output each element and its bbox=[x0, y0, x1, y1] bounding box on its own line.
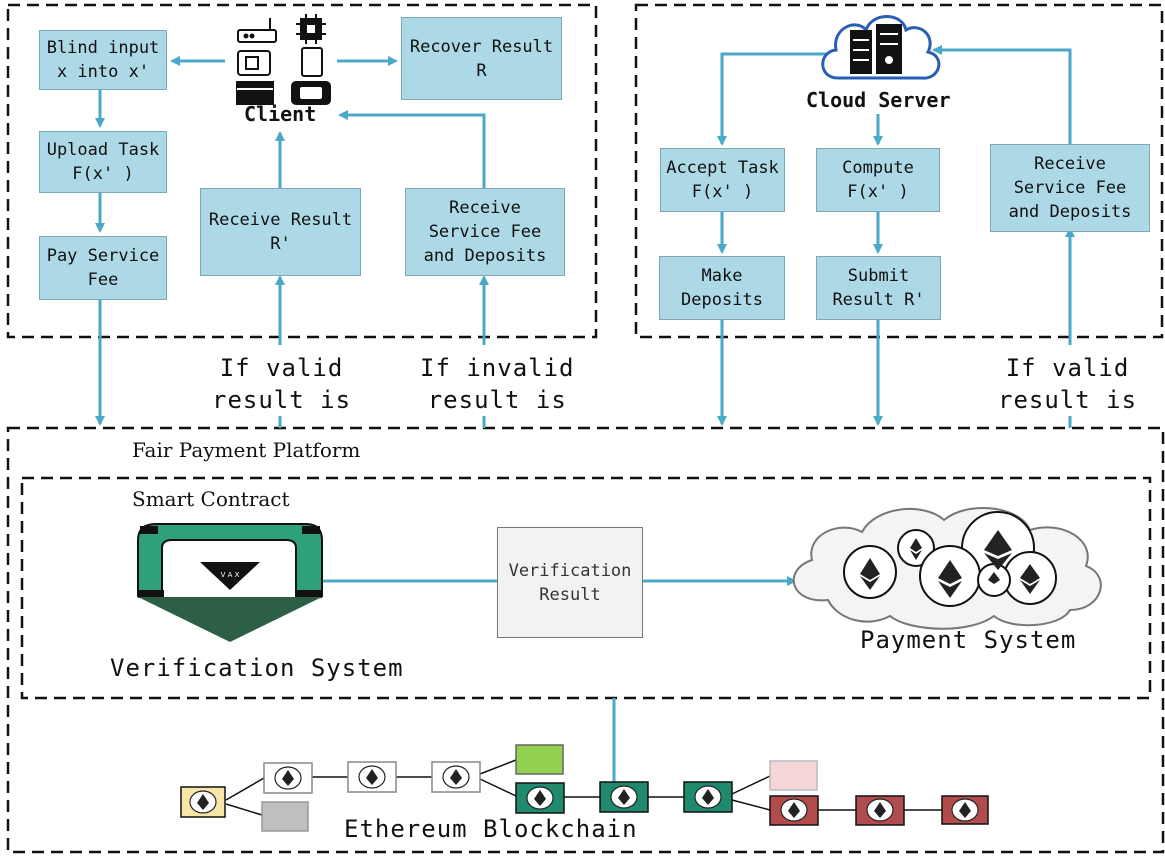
compute-box: Compute F(x' ) bbox=[816, 148, 940, 212]
blind-input-label: Blind input x into x' bbox=[46, 38, 160, 82]
make-deposits-box: Make Deposits bbox=[659, 256, 785, 320]
upload-task-label: Upload Task F(x' ) bbox=[46, 140, 160, 184]
blind-input-box: Blind input x into x' bbox=[39, 30, 167, 90]
svg-text:V A X: V A X bbox=[221, 571, 240, 579]
payment-system-label: Payment System bbox=[860, 626, 1077, 654]
make-deposits-label: Make Deposits bbox=[681, 266, 763, 310]
accept-task-box: Accept Task F(x' ) bbox=[660, 148, 785, 212]
recover-result-box: Recover Result R bbox=[401, 17, 562, 100]
verification-system-icon: V A X bbox=[137, 523, 323, 642]
arrow-cloud-to-accept bbox=[717, 52, 826, 146]
smart-contract-title: Smart Contract bbox=[132, 487, 290, 511]
accept-task-label: Accept Task F(x' ) bbox=[666, 158, 779, 202]
cloud-server-icon bbox=[821, 15, 941, 80]
server-receive-fee-label: Receive Service Fee and Deposits bbox=[1008, 154, 1132, 222]
fair-payment-platform-title: Fair Payment Platform bbox=[132, 438, 361, 462]
pay-service-fee-label: Pay Service Fee bbox=[46, 246, 160, 290]
recover-result-label: Recover Result R bbox=[409, 36, 554, 81]
client-receive-fee-label: Receive Service Fee and Deposits bbox=[423, 198, 547, 266]
ethereum-blockchain bbox=[180, 744, 989, 832]
client-receive-fee-box: Receive Service Fee and Deposits bbox=[405, 188, 565, 276]
block-orphan-green bbox=[515, 744, 564, 775]
if-valid-label-server: If valid result is bbox=[998, 352, 1138, 416]
contract-region bbox=[20, 476, 1152, 700]
block-orphan-grey bbox=[261, 801, 309, 832]
block-orphan-pink bbox=[769, 760, 818, 791]
verification-system-label: Verification System bbox=[110, 654, 404, 682]
verification-result-box: Verification Result bbox=[497, 527, 643, 638]
receive-result-label: Receive Result R' bbox=[208, 210, 353, 254]
receive-result-box: Receive Result R' bbox=[200, 188, 361, 276]
client-region bbox=[6, 3, 598, 339]
submit-result-label: Submit Result R' bbox=[832, 266, 925, 310]
upload-task-box: Upload Task F(x' ) bbox=[39, 131, 167, 193]
payment-system-cloud-icon bbox=[792, 507, 1102, 630]
ethereum-blockchain-label: Ethereum Blockchain bbox=[344, 815, 638, 843]
arrow-fee-to-cloud bbox=[932, 45, 1072, 144]
server-receive-fee-box: Receive Service Fee and Deposits bbox=[990, 144, 1150, 232]
verification-result-label: Verification Result bbox=[508, 560, 632, 605]
client-devices-icon bbox=[236, 14, 331, 105]
compute-label: Compute F(x' ) bbox=[842, 158, 914, 202]
if-valid-label-client: If valid result is bbox=[212, 352, 352, 416]
server-region bbox=[634, 3, 1164, 339]
if-invalid-label: If invalid result is bbox=[420, 352, 575, 416]
submit-result-box: Submit Result R' bbox=[816, 256, 941, 320]
arrow-fee-to-client bbox=[338, 110, 486, 188]
cloud-server-title: Cloud Server bbox=[806, 88, 951, 112]
platform-region bbox=[6, 426, 1165, 854]
client-title: Client bbox=[244, 102, 317, 126]
pay-service-fee-box: Pay Service Fee bbox=[39, 236, 167, 300]
